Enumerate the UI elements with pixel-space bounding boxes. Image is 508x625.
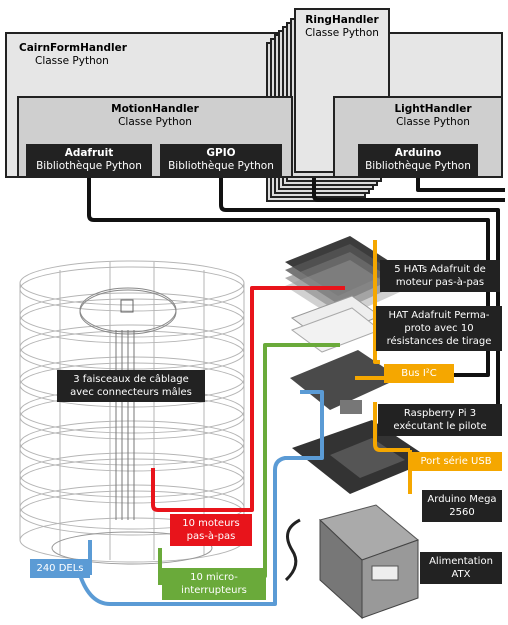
arduino-library-type: Bibliothèque Python [365,160,471,172]
cairnform-handler-name: CairnFormHandler [19,42,127,54]
raspberry-pi-label: Raspberry Pi 3 exécutant le pilote [378,404,502,436]
gpio-library-name: GPIO [206,147,236,159]
arduino-mega-label: Arduino Mega 2560 [422,490,502,522]
stepper-hats-label: 5 HATs Adafruit de moteur pas-à-pas [380,260,500,292]
light-handler-name: LightHandler [394,103,472,115]
arduino-library-name: Arduino [394,147,442,159]
adafruit-library-type: Bibliothèque Python [36,160,142,172]
motion-handler-type: Classe Python [118,116,192,128]
arduino-library-box: Arduino Bibliothèque Python [358,144,478,178]
ring-handler-name: RingHandler [305,14,379,26]
atx-psu-label: Alimentation ATX [420,552,502,584]
i2c-bus-label: Bus I²C [384,364,454,383]
gpio-library-box: GPIO Bibliothèque Python [160,144,282,178]
usb-serial-label: Port série USB [410,452,502,471]
raspberry-pi-drawing [290,350,400,414]
cabling-label: 3 faisceaux de câblage avec connecteurs … [57,370,205,402]
ring-handler-type: Classe Python [305,27,379,39]
gpio-library-type: Bibliothèque Python [168,160,274,172]
leds-label: 240 DELs [30,559,90,578]
software-wires [87,178,505,417]
adafruit-library-box: Adafruit Bibliothèque Python [26,144,152,178]
motion-handler-name: MotionHandler [111,103,199,115]
cairnform-handler-type: Classe Python [35,55,109,67]
adafruit-library-name: Adafruit [64,147,114,159]
motors-label: 10 moteurs pas-à-pas [170,514,252,546]
switches-label: 10 micro-interrupteurs [162,568,266,600]
atx-psu-drawing [284,504,419,620]
permaproto-hat-label: HAT Adafruit Perma-proto avec 10 résista… [376,306,502,351]
light-handler-type: Classe Python [396,116,470,128]
